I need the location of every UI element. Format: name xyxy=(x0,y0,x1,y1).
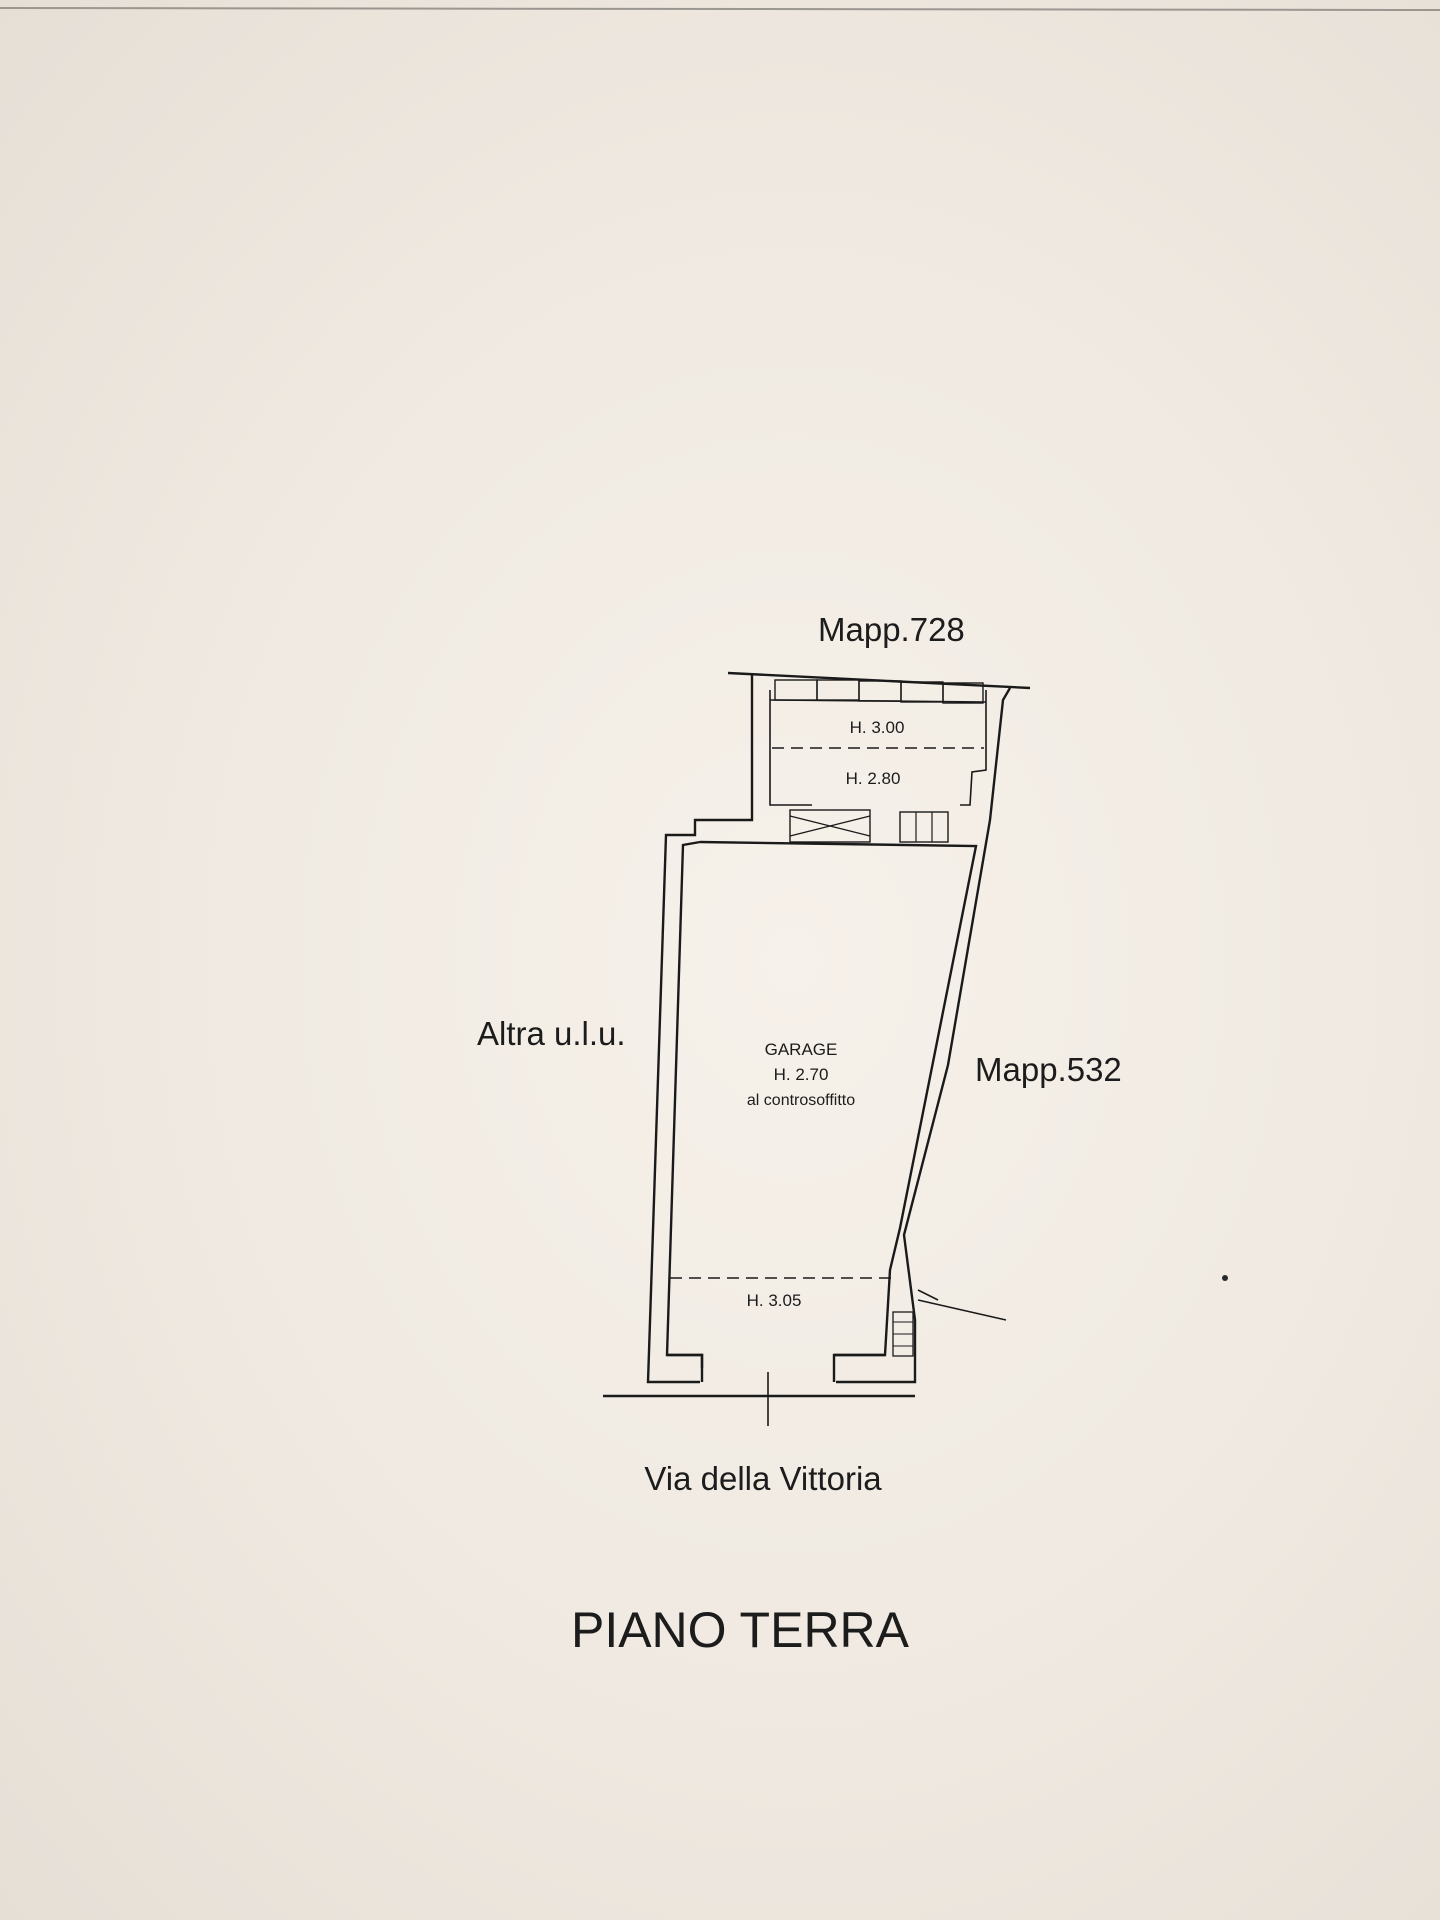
mapp-top-label: Mapp.728 xyxy=(818,611,965,648)
right-pier-hatch xyxy=(892,1311,914,1357)
garage-height-note: al controsoffitto xyxy=(747,1092,855,1109)
rear-room-inner-wall xyxy=(769,690,812,806)
left-entry-pier xyxy=(667,1353,704,1368)
passage-hatch xyxy=(789,809,949,843)
rear-room-outer-wall xyxy=(646,674,754,1384)
neighbour-wall-line xyxy=(917,1299,1007,1321)
rear-room-brick-band xyxy=(774,679,984,704)
sheet-edge xyxy=(0,7,1440,11)
entry-height-label: H. 3.05 xyxy=(747,1291,802,1310)
floor-title: PIANO TERRA xyxy=(571,1602,910,1658)
stray-mark xyxy=(1222,1275,1228,1281)
neighbour-wall-line-2 xyxy=(917,1289,939,1301)
garage-left-inner-wall xyxy=(665,840,704,1382)
right-outer-wall xyxy=(836,687,1012,1384)
rear-upper-height-label: H. 3.00 xyxy=(850,718,905,737)
garage-name-label: GARAGE xyxy=(765,1040,838,1059)
rear-room-inner-wall-right xyxy=(960,690,987,806)
garage-height-label: H. 2.70 xyxy=(774,1065,829,1084)
rear-lower-height-label: H. 2.80 xyxy=(846,769,901,788)
left-unit-label: Altra u.l.u. xyxy=(477,1015,626,1052)
mapp-right-label: Mapp.532 xyxy=(975,1051,1122,1088)
street-label: Via della Vittoria xyxy=(644,1460,882,1497)
